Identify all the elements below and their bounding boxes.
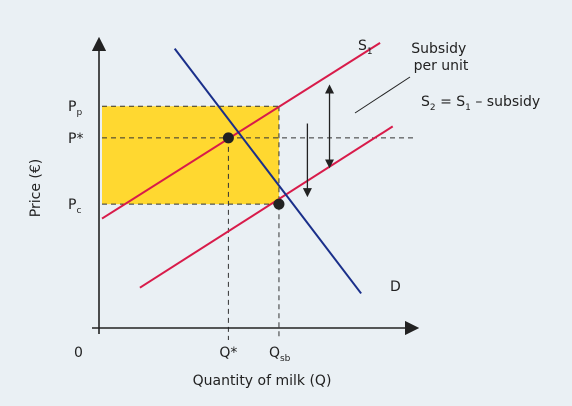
subsidy-area: [102, 106, 279, 205]
curve-d: [173, 48, 362, 295]
curve-label-s2: S2 = S1 – subsidy: [421, 94, 540, 113]
price-label-pc: Pc: [68, 197, 81, 216]
subsidy-note-line-2: per unit: [414, 58, 469, 74]
subsidy-note-leader: [354, 76, 411, 114]
price-label-pstar: P*: [68, 131, 83, 147]
curve-s2: [139, 125, 394, 289]
x-axis-title: Quantity of milk (Q): [193, 373, 332, 389]
subsidy-note-line-1: Subsidy: [411, 41, 466, 57]
curve-label-s1: S1: [358, 38, 373, 57]
y-axis-title: Price (€): [28, 159, 44, 217]
equilibrium-point-eq2: [273, 198, 285, 210]
curve-s1: [101, 42, 381, 220]
price-label-pp: Pp: [68, 99, 82, 118]
quantity-label-qstar: Q*: [219, 345, 237, 361]
curve-label-d: D: [390, 279, 401, 295]
origin-label: 0: [74, 345, 83, 361]
subsidy-note: Subsidy per unit: [411, 41, 470, 74]
quantity-label-qsb: Qsb: [269, 345, 291, 364]
equilibrium-point-eq1: [222, 132, 234, 144]
